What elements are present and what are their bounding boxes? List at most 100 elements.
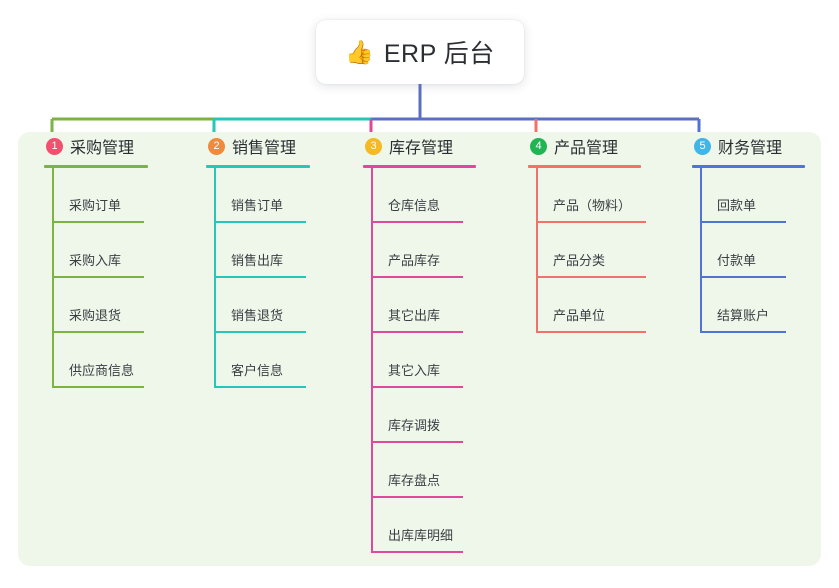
- branch-item-label: 采购订单: [69, 198, 122, 213]
- branch-item-rule: [700, 221, 786, 223]
- branch-column: 3 库存管理仓库信息产品库存其它出库其它入库库存调拨库存盘点出库库明细: [363, 132, 476, 553]
- branch-header[interactable]: 5 财务管理: [692, 132, 805, 160]
- branch-item-rule: [52, 386, 144, 388]
- branch-item-rule: [371, 221, 463, 223]
- branch-item[interactable]: 回款单: [692, 168, 805, 223]
- branch-item-label: 采购入库: [69, 253, 122, 268]
- branch-item[interactable]: 采购入库: [44, 223, 148, 278]
- branch-header-rule: [363, 165, 476, 168]
- branch-item-rule: [536, 331, 646, 333]
- branch-item-label: 结算账户: [717, 308, 770, 323]
- branch-item[interactable]: 销售出库: [206, 223, 310, 278]
- branch-item-label: 产品库存: [388, 253, 441, 268]
- branch-item[interactable]: 客户信息: [206, 333, 310, 388]
- branch-item[interactable]: 产品分类: [528, 223, 646, 278]
- branch-header-rule: [692, 165, 805, 168]
- branch-header[interactable]: 3 库存管理: [363, 132, 476, 160]
- branch-item-label: 供应商信息: [69, 363, 135, 378]
- branch-item[interactable]: 其它入库: [363, 333, 476, 388]
- branch-item-label: 销售出库: [231, 253, 284, 268]
- branch-item[interactable]: 产品库存: [363, 223, 476, 278]
- branch-header[interactable]: 4 产品管理: [528, 132, 641, 160]
- branch-item[interactable]: 库存调拨: [363, 388, 476, 443]
- branch-item-rule: [371, 441, 463, 443]
- branch-item-rule: [700, 276, 786, 278]
- branch-column: 5 财务管理回款单付款单结算账户: [692, 132, 805, 333]
- branch-title: 财务管理: [718, 140, 783, 157]
- branch-header-rule: [44, 165, 148, 168]
- branch-number-badge: 3: [365, 137, 382, 155]
- thumbs-up-icon: 👍: [345, 38, 374, 65]
- branch-item-rule: [214, 276, 306, 278]
- branch-item-rule: [52, 331, 144, 333]
- branch-item-label: 销售退货: [231, 308, 284, 323]
- branch-header[interactable]: 1 采购管理: [44, 132, 148, 160]
- branch-items: 产品（物料） 产品分类产品单位: [528, 168, 646, 333]
- branch-title: 采购管理: [70, 140, 135, 157]
- branch-item-label: 产品（物料）: [553, 198, 632, 213]
- branch-item-rule: [214, 331, 306, 333]
- branch-item-rule: [371, 551, 463, 553]
- branch-item[interactable]: 仓库信息: [363, 168, 476, 223]
- branch-items: 回款单付款单结算账户: [692, 168, 805, 333]
- branch-item-label: 产品单位: [553, 308, 606, 323]
- root-node-title: ERP 后台: [383, 40, 495, 68]
- branch-spine: [371, 168, 373, 553]
- branch-item-label: 客户信息: [231, 363, 284, 378]
- branch-item[interactable]: 产品单位: [528, 278, 646, 333]
- branch-item-rule: [371, 386, 463, 388]
- branch-item-rule: [52, 276, 144, 278]
- branch-column: 4 产品管理产品（物料） 产品分类产品单位: [528, 132, 646, 333]
- branch-item-label: 产品分类: [553, 253, 606, 268]
- branch-item-label: 出库库明细: [388, 528, 454, 543]
- branch-item-label: 库存调拨: [388, 418, 441, 433]
- branch-item-label: 库存盘点: [388, 473, 441, 488]
- branch-number-badge: 1: [46, 137, 63, 155]
- branch-spine: [700, 168, 702, 333]
- branch-item[interactable]: 供应商信息: [44, 333, 148, 388]
- branch-title: 库存管理: [389, 140, 454, 157]
- branch-item-label: 采购退货: [69, 308, 122, 323]
- branch-number-badge: 5: [694, 137, 711, 155]
- branch-title: 产品管理: [554, 140, 619, 157]
- branch-items: 仓库信息产品库存其它出库其它入库库存调拨库存盘点出库库明细: [363, 168, 476, 553]
- branch-item[interactable]: 出库库明细: [363, 498, 476, 553]
- branch-items: 采购订单采购入库采购退货供应商信息: [44, 168, 148, 388]
- branch-item-rule: [214, 386, 306, 388]
- branch-spine: [214, 168, 216, 388]
- branch-item[interactable]: 采购订单: [44, 168, 148, 223]
- branch-item-label: 回款单: [717, 198, 757, 213]
- branch-item[interactable]: 采购退货: [44, 278, 148, 333]
- branch-spine: [52, 168, 54, 388]
- branch-item-rule: [214, 221, 306, 223]
- branch-column: 1 采购管理采购订单采购入库采购退货供应商信息: [44, 132, 148, 388]
- branch-item-rule: [371, 331, 463, 333]
- branch-number-badge: 4: [530, 137, 547, 155]
- branch-item-rule: [700, 331, 786, 333]
- branch-item-rule: [536, 221, 646, 223]
- branch-item-rule: [371, 496, 463, 498]
- branch-item[interactable]: 结算账户: [692, 278, 805, 333]
- branch-items: 销售订单销售出库销售退货客户信息: [206, 168, 310, 388]
- branch-item-rule: [371, 276, 463, 278]
- branch-item[interactable]: 销售订单: [206, 168, 310, 223]
- branch-item-label: 销售订单: [231, 198, 284, 213]
- branch-item-rule: [52, 221, 144, 223]
- branch-header-rule: [528, 165, 641, 168]
- branch-item[interactable]: 库存盘点: [363, 443, 476, 498]
- branch-item-label: 仓库信息: [388, 198, 441, 213]
- root-node-card[interactable]: 👍 ERP 后台: [316, 20, 524, 84]
- branch-item-rule: [536, 276, 646, 278]
- branch-title: 销售管理: [232, 140, 297, 157]
- branch-item[interactable]: 销售退货: [206, 278, 310, 333]
- branch-spine: [536, 168, 538, 333]
- branch-item[interactable]: 其它出库: [363, 278, 476, 333]
- branch-item-label: 其它入库: [388, 363, 441, 378]
- branch-item[interactable]: 付款单: [692, 223, 805, 278]
- branch-item[interactable]: 产品（物料）: [528, 168, 646, 223]
- branch-header-rule: [206, 165, 310, 168]
